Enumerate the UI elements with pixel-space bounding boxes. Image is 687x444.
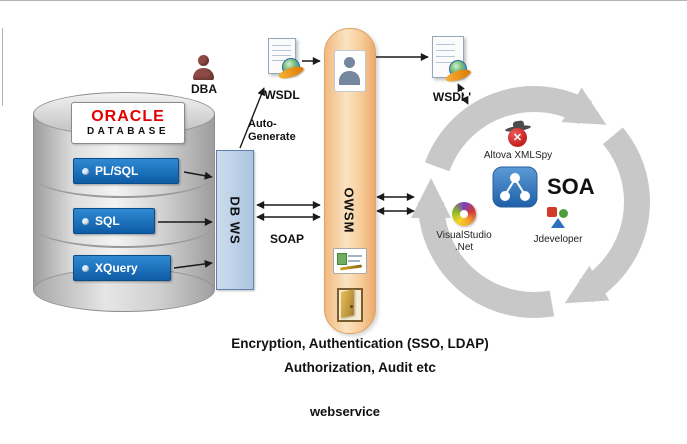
altova-xmlspy-icon: ✕ <box>504 120 532 148</box>
auto-generate-label: Auto- Generate <box>248 118 296 143</box>
wsdl-prime-label: WSDL' <box>432 90 472 104</box>
oracle-wordmark: ORACLE <box>91 108 165 125</box>
oracle-database-logo: ORACLE DATABASE <box>71 102 185 144</box>
visualstudio-label: VisualStudio .Net <box>436 230 492 253</box>
jdeveloper-label: Jdeveloper <box>533 234 583 245</box>
owsm-label: OWSM <box>341 187 357 233</box>
id-card-icon <box>333 248 367 274</box>
visualstudio-net-icon <box>452 202 476 226</box>
diagram-caption: webservice <box>309 404 381 419</box>
soa-title: SOA <box>547 174 595 199</box>
left-border-line <box>2 28 3 106</box>
cylinder-separator <box>33 204 213 248</box>
wsdl-document-icon <box>268 38 308 84</box>
soa-network-icon <box>492 166 538 208</box>
altova-label: Altova XMLSpy <box>483 150 553 161</box>
db-layer-plsql: PL/SQL <box>73 158 179 184</box>
cylinder-separator <box>33 154 213 198</box>
door-icon <box>337 288 363 322</box>
bullet-icon <box>82 167 89 175</box>
soap-label: SOAP <box>269 232 304 246</box>
dbws-box: DB WS <box>216 150 254 290</box>
security-text-line2: Authorization, Audit etc <box>284 360 436 375</box>
dbws-label: DB WS <box>227 195 243 245</box>
oracle-database-cylinder: ORACLE DATABASE PL/SQL SQL XQuery <box>33 92 215 312</box>
bullet-icon <box>82 264 89 272</box>
user-icon <box>334 50 366 92</box>
db-layer-label: PL/SQL <box>95 164 139 178</box>
db-layer-sql: SQL <box>73 208 155 234</box>
bullet-icon <box>82 217 89 225</box>
database-wordmark: DATABASE <box>86 126 170 137</box>
wsdl-label: WSDL <box>264 88 300 102</box>
db-layer-label: SQL <box>95 214 120 228</box>
owsm-label-wrap: OWSM <box>324 178 374 242</box>
jdeveloper-icon <box>547 206 569 228</box>
db-layer-label: XQuery <box>95 261 138 275</box>
db-layer-xquery: XQuery <box>73 255 171 281</box>
security-text-line1: Encryption, Authentication (SSO, LDAP) <box>231 336 489 351</box>
top-border-line <box>0 0 687 1</box>
wsdl-prime-document-icon <box>432 36 472 84</box>
cycle-arc-right <box>564 127 650 304</box>
dba-label: DBA <box>191 82 217 96</box>
dba-person-icon <box>193 55 215 81</box>
